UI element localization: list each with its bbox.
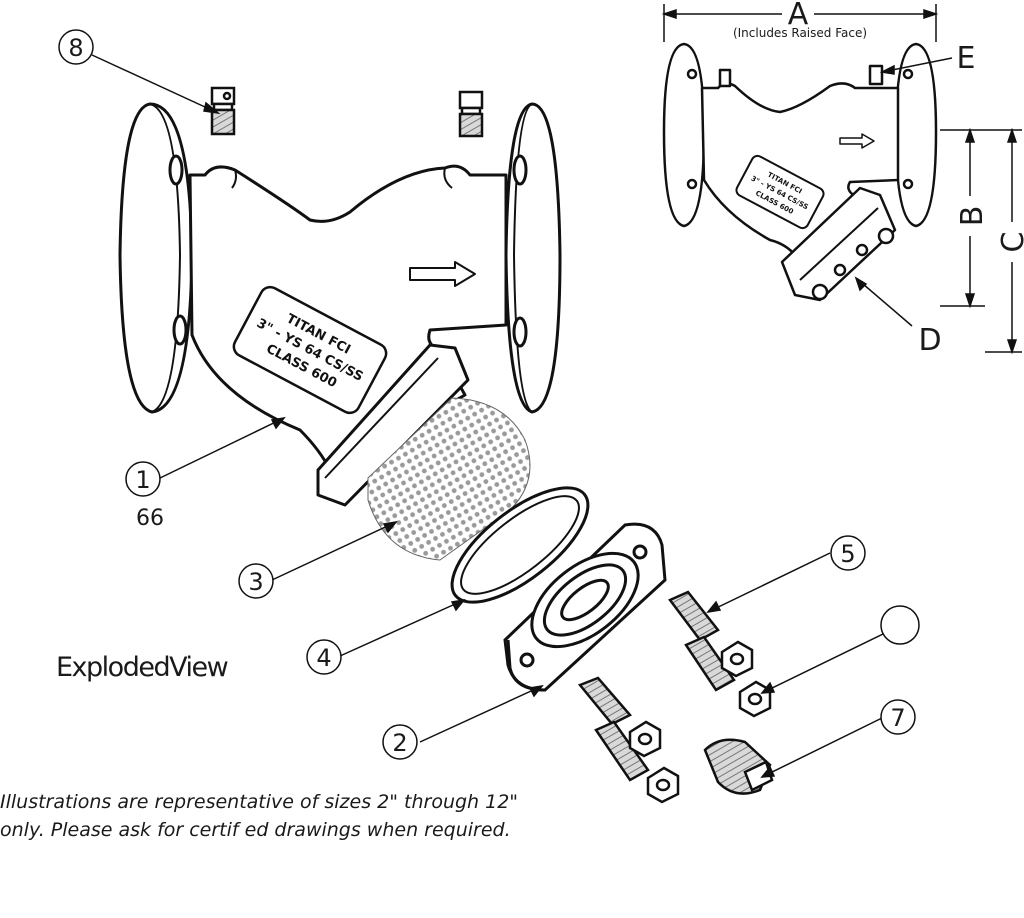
svg-text:7: 7 [890,704,905,732]
svg-text:1: 1 [135,466,150,494]
cover [503,522,667,692]
disclaimer-line-2: only. Please ask for certif ed drawings … [0,819,511,841]
strainer-screen [367,397,531,561]
assembled-view [662,42,938,302]
callout-4: 4 [306,639,342,675]
callout-3: 3 [238,563,274,599]
dim-E: E [957,41,976,76]
disclaimer-line-1: Illustrations are representative of size… [0,791,519,813]
dim-D: D [918,323,941,358]
disclaimer-note: Illustrations are representative of size… [0,788,518,844]
gasket [450,486,590,604]
svg-text:5: 5 [840,540,855,568]
leader-lines [91,54,884,778]
assembled-label: TITAN FCI 3" - YS 64 CS/SS CLASS 600 [735,154,825,230]
callout-7: 7 [880,699,916,735]
callout-1: 1 [125,461,161,497]
valve-body [118,102,562,507]
flow-arrow-icon [409,261,476,287]
callout-5: 5 [830,535,866,571]
nuts [628,640,772,804]
dimension-lines [661,4,1022,355]
dim-C: C [996,232,1024,253]
callout-2: 2 [382,724,418,760]
studs [577,590,736,782]
plug [703,738,774,795]
svg-text:8: 8 [68,34,83,62]
svg-text:3: 3 [248,568,263,596]
callout-6 [880,605,920,645]
dim-B: B [955,206,990,227]
vent-plug-left [210,86,236,136]
part-1-quantity: 66 [136,506,164,531]
dim-A: A [788,0,809,32]
vent-plug-right [458,90,484,138]
dim-A-note: (Includes Raised Face) [733,26,867,40]
diagram-title: ExplodedView [56,652,229,683]
svg-text:4: 4 [316,644,331,672]
svg-text:2: 2 [392,729,407,757]
callout-8: 8 [58,29,94,65]
